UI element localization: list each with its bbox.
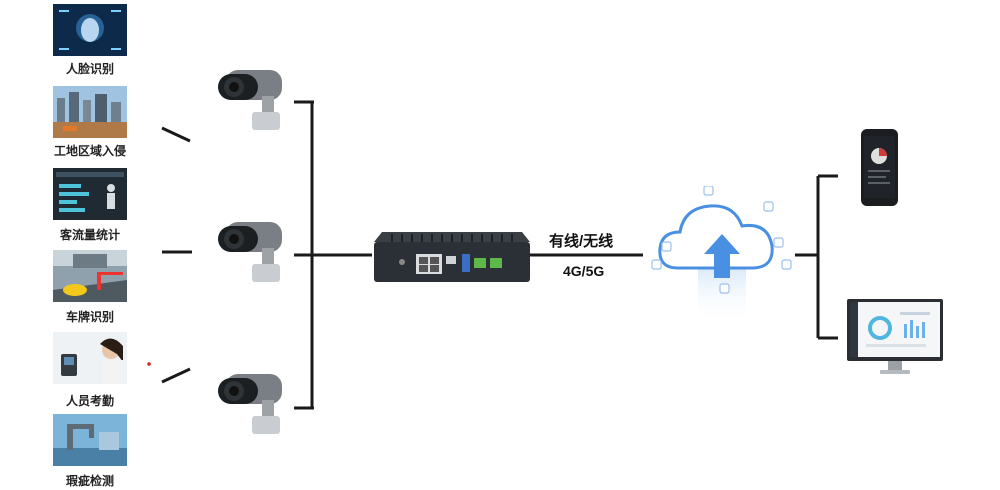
surveillance-camera-icon: [212, 218, 292, 295]
use-case-label: 瑕疵检测: [65, 474, 114, 488]
network-type-label: 4G/5G: [563, 263, 605, 279]
construction-site-image: [53, 86, 127, 138]
mobile-phone-icon: [860, 128, 900, 213]
license-plate-image: [53, 250, 127, 302]
edge-gateway-device: [372, 218, 532, 293]
desktop-monitor-icon: [846, 298, 944, 385]
passenger-flow-image: [53, 168, 127, 220]
use-case-label: 车牌识别: [65, 310, 114, 324]
defect-detection-image: [53, 414, 127, 466]
surveillance-camera-icon: [212, 66, 292, 143]
use-case-label: 客流量统计: [59, 228, 120, 242]
attendance-image: [53, 332, 127, 384]
surveillance-camera-icon: [212, 370, 292, 447]
use-case-label: 人脸识别: [65, 62, 114, 76]
use-case-label: 工地区域入侵: [53, 144, 126, 158]
use-case-label: 人员考勤: [65, 394, 114, 408]
face-recognition-image: [53, 4, 127, 56]
connection-type-label: 有线/无线: [549, 233, 614, 250]
cloud-upload-icon: [648, 185, 796, 331]
